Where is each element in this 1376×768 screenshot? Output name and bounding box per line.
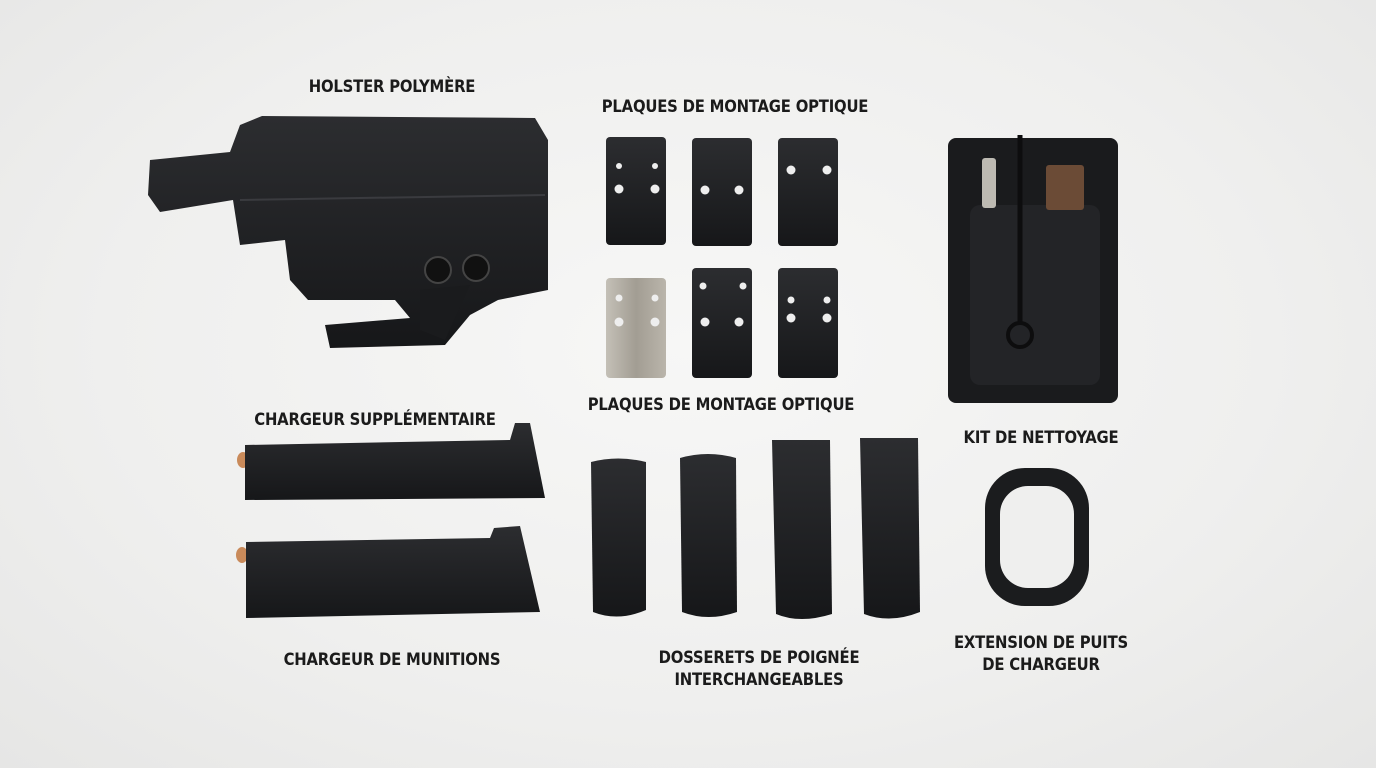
label-spare-magazine: CHARGEUR SUPPLÉMENTAIRE (254, 410, 496, 429)
optic-plates-image (606, 137, 838, 378)
backstraps-image (591, 438, 920, 619)
label-magwell-line1: EXTENSION DE PUITS (953, 633, 1129, 652)
magazines-image (236, 423, 545, 618)
label-magwell: EXTENSION DE PUITS DE CHARGEUR (954, 632, 1128, 676)
label-cleaning-kit: KIT DE NETTOYAGE (963, 428, 1119, 447)
label-backstraps: DOSSERETS DE POIGNÉE INTERCHANGEABLES (659, 647, 860, 691)
label-backstraps-line1: DOSSERETS DE POIGNÉE (658, 648, 860, 667)
label-backstraps-line2: INTERCHANGEABLES (674, 670, 844, 689)
label-ammo-magazine: CHARGEUR DE MUNITIONS (283, 650, 501, 669)
label-magwell-line2: DE CHARGEUR (982, 655, 1100, 674)
label-holster: HOLSTER POLYMÈRE (308, 77, 476, 96)
label-optic-plates-bottom: PLAQUES DE MONTAGE OPTIQUE (587, 395, 855, 414)
label-optic-plates-top: PLAQUES DE MONTAGE OPTIQUE (601, 97, 869, 116)
cleaning-kit-image (948, 135, 1118, 403)
magwell-image (985, 468, 1089, 606)
holster-image (148, 116, 548, 348)
